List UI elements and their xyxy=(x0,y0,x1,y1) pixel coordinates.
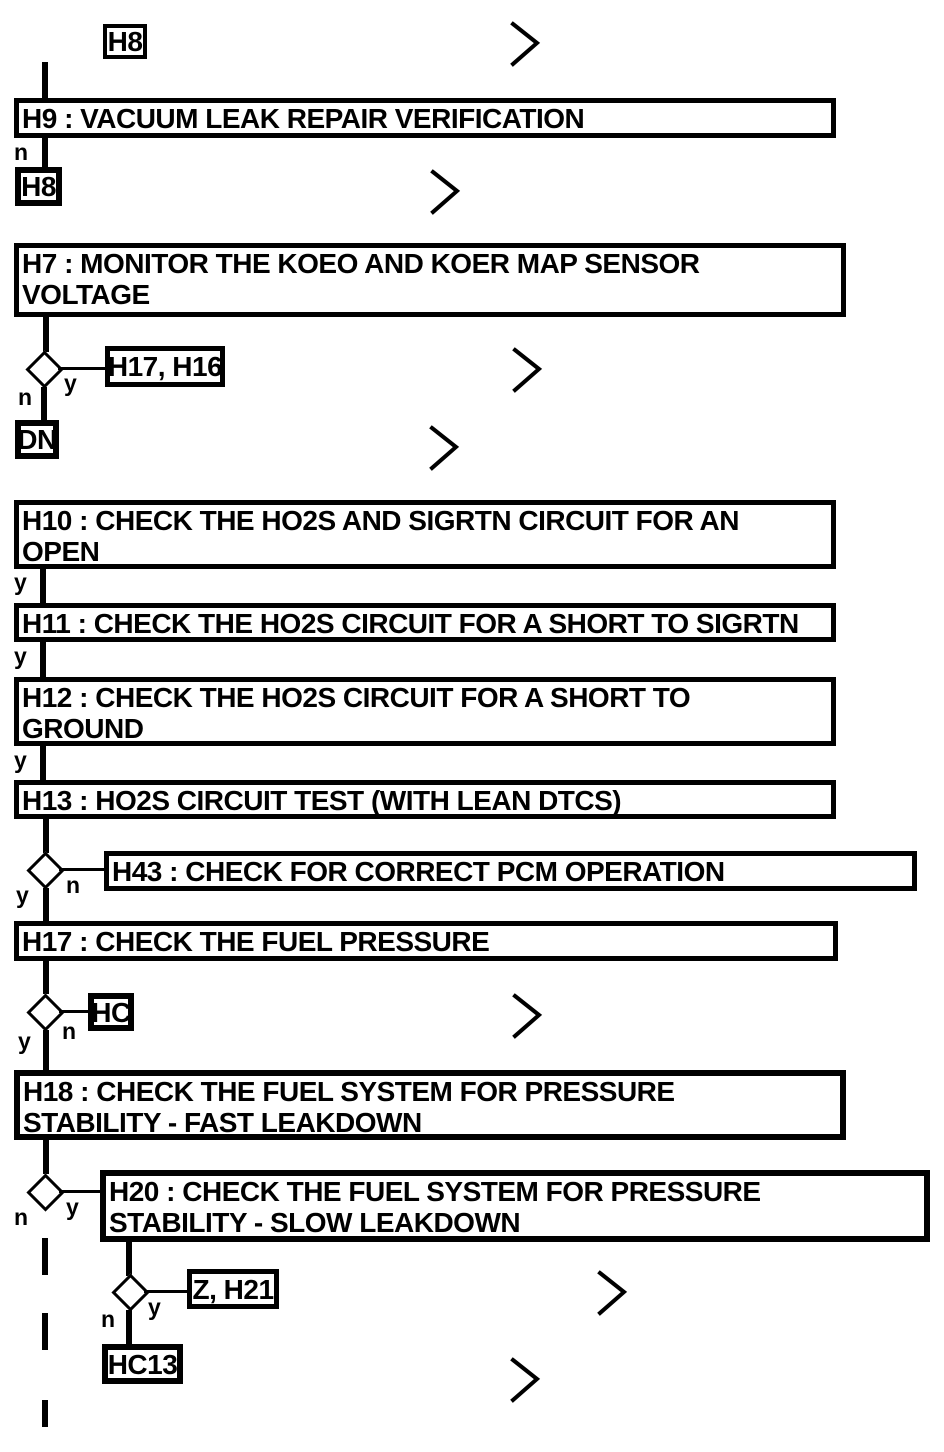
chevron-right-icon xyxy=(511,346,543,394)
node-h12: H12 : CHECK THE HO2S CIRCUIT FOR A SHORT… xyxy=(14,677,836,746)
edge-h9-to-h8 xyxy=(42,138,48,168)
branch-label-n: n xyxy=(66,872,81,898)
chevron-right-icon xyxy=(428,424,460,472)
edge-h10-to-h11 xyxy=(40,568,46,604)
node-h18: H18 : CHECK THE FUEL SYSTEM FOR PRESSURE… xyxy=(14,1070,846,1140)
node-h17-h16: H17, H16 xyxy=(105,346,225,387)
chevron-right-icon xyxy=(511,992,543,1040)
chevron-right-icon xyxy=(596,1269,628,1317)
branch-label-y: y xyxy=(64,370,77,396)
branch-label-y: y xyxy=(16,882,29,908)
edge-h17-to-decision xyxy=(43,960,49,994)
edge-top-to-h9 xyxy=(42,62,48,98)
edge-decision-to-h17 xyxy=(43,888,49,921)
node-hc13: HC13 xyxy=(102,1344,183,1384)
branch-label-y: y xyxy=(14,569,27,595)
node-h9: H9 : VACUUM LEAK REPAIR VERIFICATION xyxy=(14,98,836,138)
branch-label-n: n xyxy=(14,139,29,165)
edge-h12-to-h13 xyxy=(40,746,46,781)
edge-decision-to-dn xyxy=(41,387,47,420)
branch-label-y: y xyxy=(148,1294,161,1320)
branch-label-y: y xyxy=(66,1194,79,1220)
node-dn: DN xyxy=(15,420,59,459)
node-h8-return: H8 xyxy=(15,167,62,206)
branch-label-n: n xyxy=(101,1306,116,1332)
edge-h7-to-decision xyxy=(43,316,49,352)
edge-h18-to-decision xyxy=(43,1139,49,1174)
node-h20: H20 : CHECK THE FUEL SYSTEM FOR PRESSURE… xyxy=(100,1170,930,1242)
edge-h13-to-decision xyxy=(43,819,49,853)
chevron-right-icon xyxy=(429,168,461,216)
branch-label-y: y xyxy=(14,747,27,773)
branch-label-y: y xyxy=(18,1028,31,1054)
edge-decision-to-h18 xyxy=(43,1030,49,1071)
edge-decision-to-h17h16 xyxy=(58,367,105,370)
edge-decision-to-zh21 xyxy=(144,1290,187,1293)
chevron-right-icon xyxy=(509,20,541,68)
branch-label-n: n xyxy=(62,1018,77,1044)
node-h11: H11 : CHECK THE HO2S CIRCUIT FOR A SHORT… xyxy=(14,603,836,642)
edge-decision-to-h43 xyxy=(59,868,104,871)
edge-decision-to-hc xyxy=(59,1010,88,1013)
node-h8-top: H8 xyxy=(103,24,147,59)
edge-h20-to-decision xyxy=(126,1242,132,1276)
node-h13: H13 : HO2S CIRCUIT TEST (WITH LEAN DTCS) xyxy=(14,780,836,819)
node-hc: HC xyxy=(88,993,134,1031)
edge-decision-to-hc13 xyxy=(126,1310,132,1345)
edge-dashed-segment xyxy=(42,1400,48,1427)
edge-h11-to-h12 xyxy=(40,642,46,678)
edge-dashed-segment xyxy=(42,1313,48,1350)
branch-label-y: y xyxy=(14,643,27,669)
branch-label-n: n xyxy=(18,384,33,410)
node-h43: H43 : CHECK FOR CORRECT PCM OPERATION xyxy=(104,851,917,891)
node-h17: H17 : CHECK THE FUEL PRESSURE xyxy=(14,921,838,961)
edge-decision-to-h20 xyxy=(59,1190,100,1193)
node-z-h21: Z, H21 xyxy=(187,1269,279,1309)
node-h10: H10 : CHECK THE HO2S AND SIGRTN CIRCUIT … xyxy=(14,500,836,569)
edge-dashed-segment xyxy=(42,1238,48,1275)
node-h7: H7 : MONITOR THE KOEO AND KOER MAP SENSO… xyxy=(14,243,846,317)
branch-label-n: n xyxy=(14,1204,29,1230)
chevron-right-icon xyxy=(509,1356,541,1404)
